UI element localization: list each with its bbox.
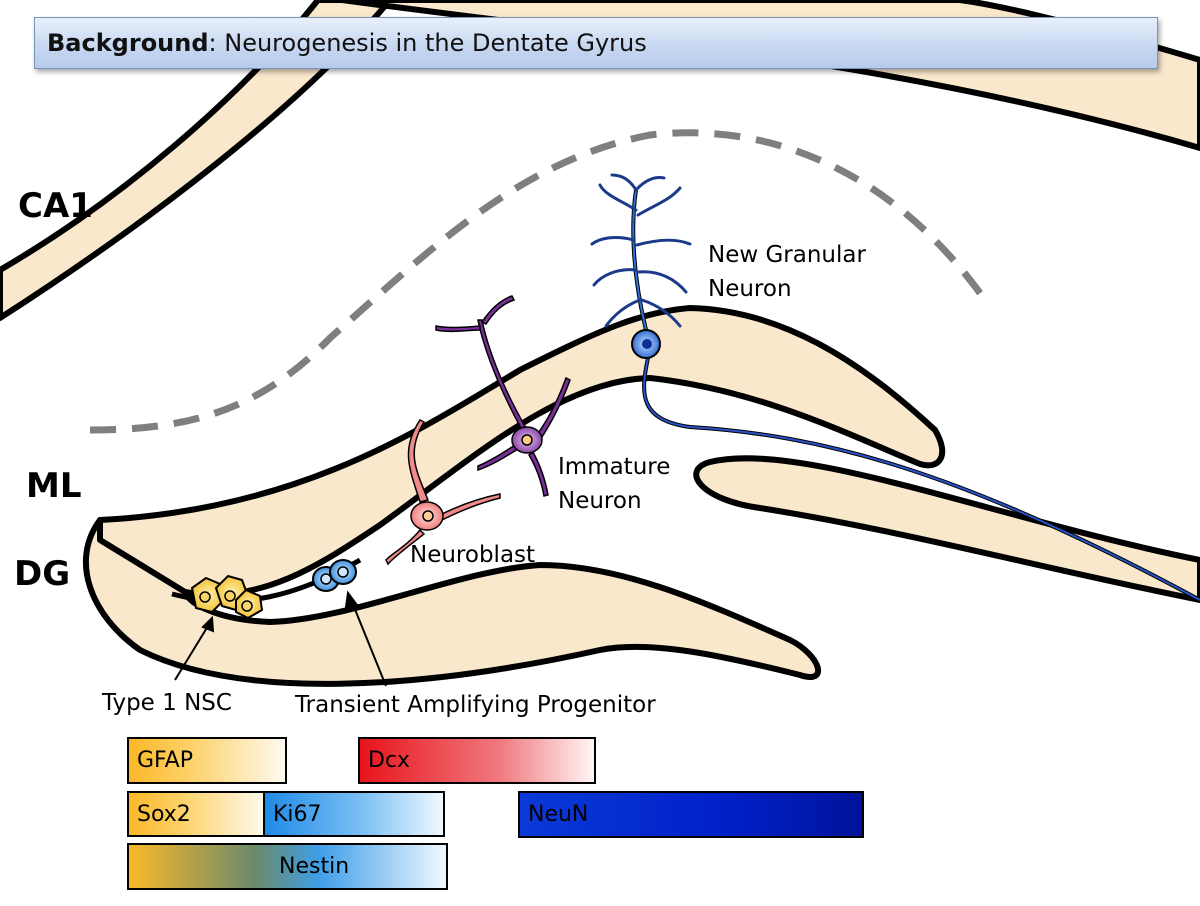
marker-sox2: Sox2	[127, 791, 265, 837]
dg-lower-blade	[83, 517, 822, 687]
label-new-granular-neuron: New Granular Neuron	[708, 238, 866, 306]
slide-title: Background : Neurogenesis in the Dentate…	[34, 17, 1158, 69]
marker-gfap: GFAP	[127, 737, 287, 784]
hippocampal-fissure-dashed-line	[89, 129, 988, 434]
title-bold: Background	[47, 29, 209, 57]
marker-ki67: Ki67	[263, 791, 445, 837]
dg-upper-blade	[97, 305, 946, 598]
region-label-ca1: CA1	[18, 186, 93, 226]
new-granular-neuron-cell	[590, 173, 1200, 602]
marker-nestin: Nestin	[127, 843, 448, 890]
ca1-band-left	[0, 0, 393, 321]
region-label-dg: DG	[14, 554, 71, 594]
type1-nsc-cells	[190, 574, 264, 620]
marker-neun: NeuN	[518, 791, 864, 838]
ca3-band	[693, 455, 1200, 603]
title-rest: : Neurogenesis in the Dentate Gyrus	[208, 29, 647, 57]
label-transient-amplifying-progenitor: Transient Amplifying Progenitor	[295, 692, 656, 718]
transient-amplifying-progenitor-cells	[312, 559, 357, 592]
label-immature-neuron: Immature Neuron	[558, 450, 670, 518]
label-immature-line2: Neuron	[558, 488, 642, 514]
immature-neuron-cell	[435, 295, 571, 497]
label-new-granular-line1: New Granular	[708, 242, 866, 268]
label-neuroblast: Neuroblast	[410, 542, 536, 568]
label-immature-line1: Immature	[558, 454, 671, 480]
region-label-ml: ML	[26, 466, 82, 506]
arrows	[174, 590, 387, 687]
label-new-granular-line2: Neuron	[708, 276, 792, 302]
label-type1-nsc: Type 1 NSC	[102, 690, 232, 716]
neuroblast-cell	[385, 419, 501, 566]
marker-dcx: Dcx	[358, 737, 596, 784]
